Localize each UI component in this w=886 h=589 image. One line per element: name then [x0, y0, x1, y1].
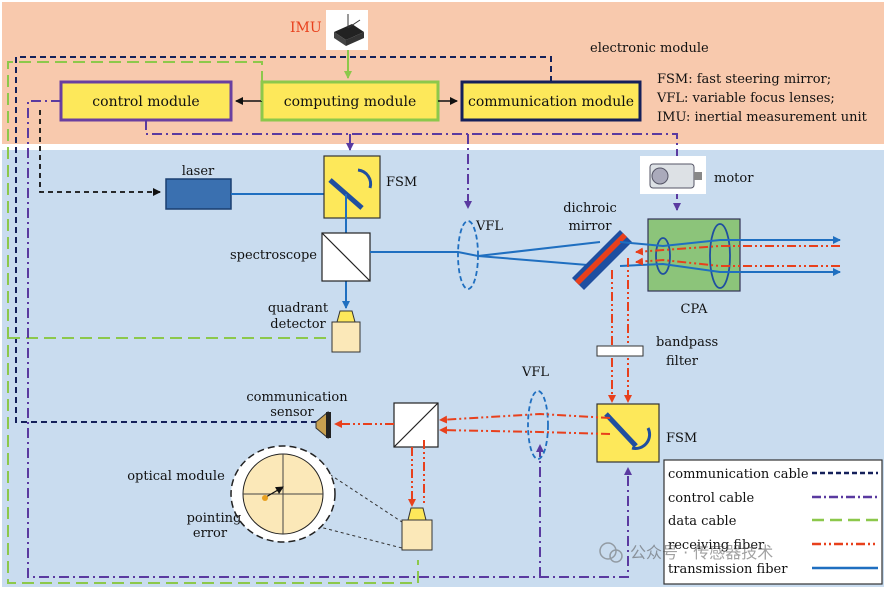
comm-sensor-label-1: communication: [246, 390, 348, 405]
legend-label-receiving: receiving fiber: [668, 538, 765, 553]
wechat-icon: [599, 542, 617, 560]
motor-icon: [640, 156, 706, 194]
fsm-top: [323, 155, 381, 219]
cpa-box: [647, 218, 741, 292]
quadrant-detector: [331, 310, 361, 353]
legend-label-data: data cable: [668, 514, 737, 529]
computing-module-label: computing module: [284, 94, 417, 110]
receiving-beam-to-splitter-lower: [439, 426, 611, 435]
spectroscope-label: spectroscope: [230, 248, 317, 263]
transmission-beam-lower: [477, 255, 601, 267]
communication-sensor: [315, 410, 331, 440]
fsm-top-label: FSM: [386, 175, 417, 190]
cpa-lens-small: [655, 237, 671, 275]
control-cable-fsm-bottom: [27, 100, 632, 578]
legend-label-transmission: transmission fiber: [668, 562, 788, 577]
control-to-laser-cable: [39, 110, 161, 196]
bandpass-label-2: filter: [666, 354, 699, 369]
comm-sensor-label-2: sensor: [270, 405, 314, 420]
fsm-bottom-label: FSM: [666, 431, 697, 446]
dichroic-label-1: dichroic: [563, 201, 617, 216]
data-cable-path: [7, 61, 419, 584]
legend-label-communication: communication cable: [668, 467, 809, 482]
imu-icon: [326, 10, 368, 50]
abbrev-imu: IMU: inertial measurement unit: [657, 110, 868, 125]
watermark-text: 公众号 · 传感器技术: [630, 543, 773, 562]
outgoing-beam-upper: [619, 236, 841, 248]
quadrant-label-2: detector: [270, 317, 326, 332]
control-module-label: control module: [92, 94, 199, 110]
vfl-top-lens: [457, 220, 479, 290]
communication-module-box: [460, 80, 642, 122]
legend-label-control: control cable: [668, 491, 755, 506]
motor-label: motor: [714, 171, 754, 186]
communication-cable-path: [15, 56, 552, 423]
abbrev-fsm: FSM: fast steering mirror;: [657, 72, 831, 87]
cpa-label: CPA: [681, 302, 709, 317]
vfl-bottom-label: VFL: [521, 365, 549, 380]
bandpass-label-1: bandpass: [656, 335, 718, 350]
pointing-error-label-2: error: [193, 526, 228, 541]
imu-label: IMU: [290, 20, 322, 36]
legend: communication cable control cable data c…: [663, 459, 883, 585]
beam-splitter-bottom: [393, 402, 439, 448]
dichroic-label-2: mirror: [569, 219, 613, 234]
transmission-beam-upper: [370, 241, 601, 258]
optical-module-label: optical module: [127, 469, 225, 484]
vfl-top-label: VFL: [475, 219, 503, 234]
quadrant-detector-bottom: [401, 507, 433, 551]
laser-label: laser: [182, 164, 215, 179]
communication-module-label: communication module: [468, 94, 634, 110]
dichroic-mirror: [572, 230, 632, 290]
receiving-beam-to-splitter-upper: [439, 412, 611, 424]
vfl-bottom-lens: [527, 390, 549, 460]
cpa-lens-large: [709, 223, 731, 289]
electronic-module-title: electronic module: [590, 41, 709, 56]
laser-box: [165, 178, 232, 210]
quadrant-label-1: quadrant: [268, 301, 329, 316]
watermark: 公众号 · 传感器技术: [599, 542, 773, 563]
pointing-error-label-1: pointing: [187, 511, 242, 526]
bandpass-filter: [596, 345, 644, 357]
pointing-error-inset: [230, 445, 403, 549]
abbrev-vfl: VFL: variable focus lenses;: [656, 91, 835, 106]
spectroscope: [321, 232, 371, 282]
